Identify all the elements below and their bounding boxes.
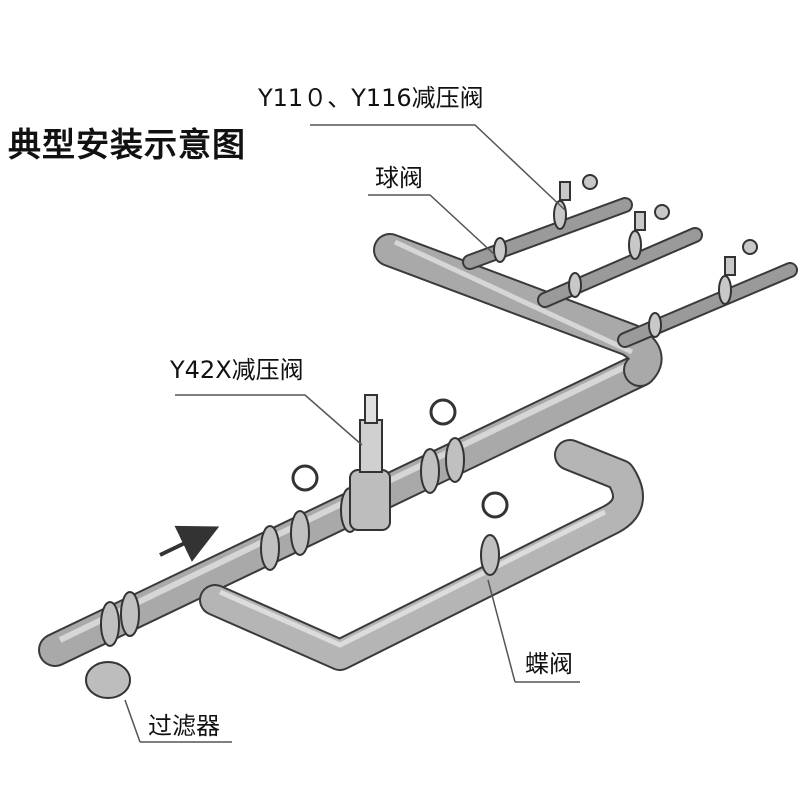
filter-body — [85, 661, 131, 699]
leader-lines — [124, 124, 580, 743]
handwheels — [291, 398, 509, 519]
label-butterfly-valve: 蝶阀 — [525, 650, 573, 678]
branch-valves — [493, 174, 758, 338]
branch-pipes — [462, 197, 798, 348]
label-ball-valve: 球阀 — [375, 164, 423, 192]
diagram-title: 典型安装示意图 — [8, 125, 246, 164]
bypass-pipe — [199, 439, 644, 671]
flow-arrow — [159, 525, 220, 562]
header-pipe — [373, 233, 663, 387]
label-y110-y116-pressure-valve: Y11０、Y116减压阀 — [258, 84, 484, 112]
label-y42x-pressure-valve: Y42X减压阀 — [170, 356, 304, 384]
y42x-valve — [349, 394, 391, 531]
label-filter: 过滤器 — [148, 712, 220, 740]
main-flanges — [100, 437, 500, 647]
